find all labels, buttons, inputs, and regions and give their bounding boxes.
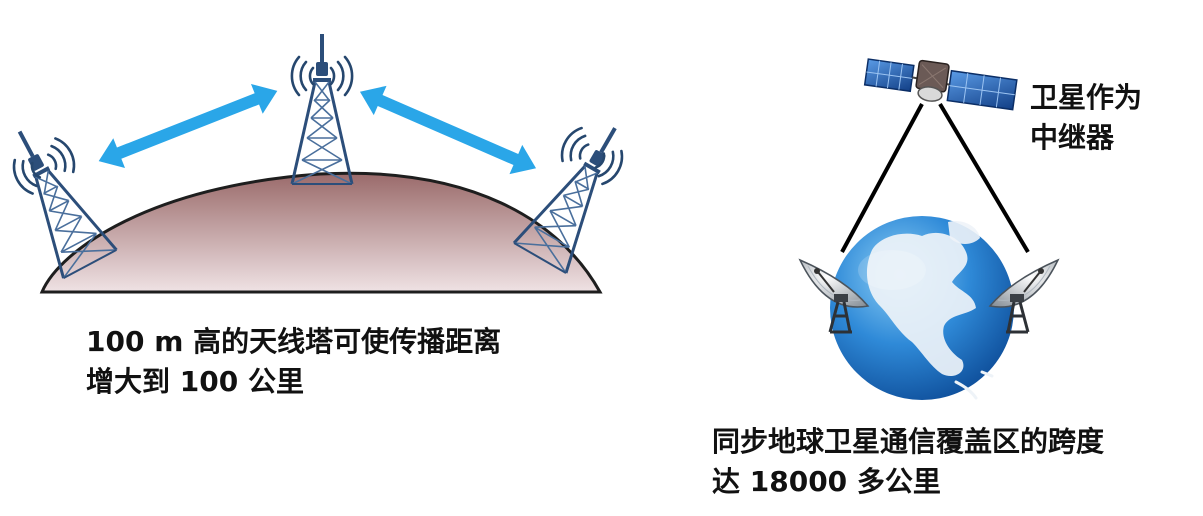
satellite-relay-caption: 卫星作为 中继器 bbox=[1030, 78, 1142, 158]
relay-caption-line-1: 卫星作为 bbox=[1030, 81, 1143, 114]
north-america-landmass bbox=[866, 232, 976, 377]
coverage-caption-line-2: 达 18000 多公里 bbox=[712, 465, 941, 498]
hill bbox=[39, 171, 603, 294]
coverage-caption-line-1: 同步地球卫星通信覆盖区的跨度 bbox=[712, 425, 1105, 458]
link-arrow-right bbox=[359, 85, 537, 175]
tower-range-caption: 100 m 高的天线塔可使传播距离 增大到 100 公里 bbox=[86, 322, 501, 402]
globe-icon bbox=[830, 216, 1014, 400]
caribbean-islands bbox=[954, 370, 994, 400]
tower-caption-line-2: 增大到 100 公里 bbox=[86, 365, 304, 398]
radio-tower-icon bbox=[290, 32, 354, 186]
uplink-line bbox=[840, 103, 924, 253]
satellite-icon bbox=[863, 58, 1018, 111]
satellite-coverage-caption: 同步地球卫星通信覆盖区的跨度 达 18000 多公里 bbox=[712, 422, 1104, 502]
satellite-link-illustration bbox=[798, 58, 1060, 400]
greenland-landmass bbox=[948, 220, 980, 244]
link-arrow-left bbox=[98, 83, 278, 169]
terrestrial-link-illustration bbox=[0, 32, 643, 294]
signal-waves-icon bbox=[7, 133, 81, 199]
relay-caption-line-2: 中继器 bbox=[1030, 121, 1115, 154]
tower-caption-line-1: 100 m 高的天线塔可使传播距离 bbox=[86, 325, 502, 358]
downlink-line bbox=[938, 102, 1030, 254]
